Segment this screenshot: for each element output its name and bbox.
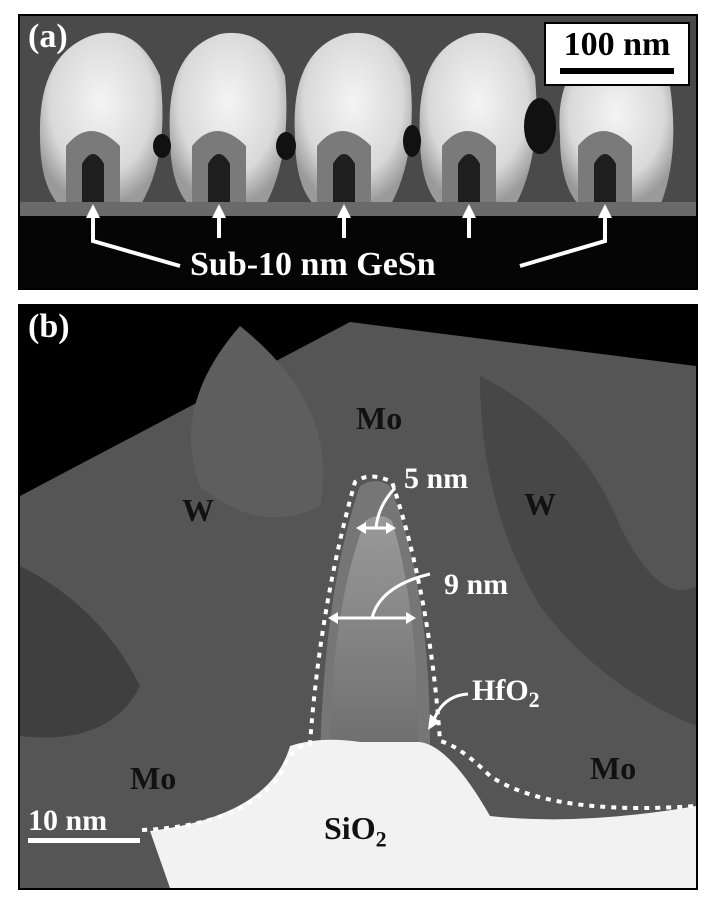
label-hfo2: HfO2 — [472, 674, 540, 712]
label-9nm: 9 nm — [444, 568, 509, 601]
label-w-right: W — [524, 486, 556, 522]
label-sio2: SiO2 — [324, 810, 387, 852]
label-mo-right: Mo — [590, 750, 637, 786]
panel-a-scale-label: 100 nm — [563, 26, 671, 63]
panel-a-scale-line — [560, 68, 674, 74]
panel-b-letter: (b) — [28, 308, 70, 345]
label-mo-top: Mo — [356, 400, 403, 436]
panel-a-micrograph: (a) 100 nm Sub-10 nm GeSn — [18, 14, 698, 290]
panel-a-scale-bar: 100 nm — [544, 22, 690, 86]
label-5nm: 5 nm — [404, 462, 469, 495]
label-w-left: W — [182, 492, 214, 528]
label-mo-left: Mo — [130, 760, 177, 796]
panel-a-letter: (a) — [28, 18, 68, 55]
gesn-annotation: Sub-10 nm GeSn — [190, 246, 436, 283]
panel-b-image — [20, 306, 696, 888]
panel-b-scale-label: 10 nm — [28, 804, 108, 837]
panel-b-scale-line — [28, 838, 140, 843]
panel-b-micrograph: (b) Mo W W 5 nm 9 nm HfO2 Mo Mo SiO2 10 … — [18, 304, 698, 890]
